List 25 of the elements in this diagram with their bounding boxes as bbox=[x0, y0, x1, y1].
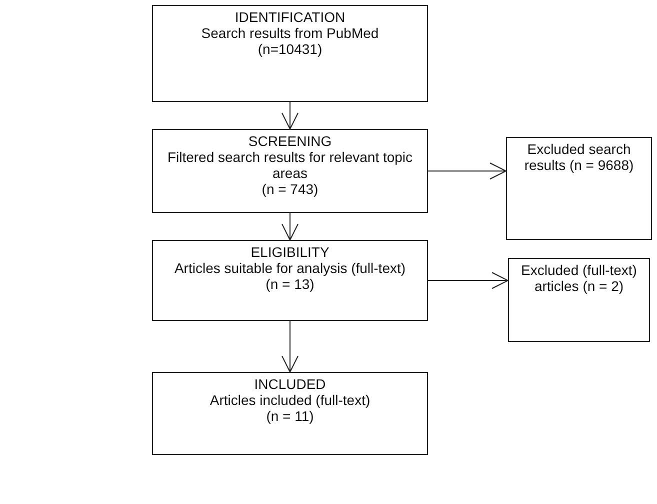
box-heading: INCLUDED bbox=[253, 376, 327, 392]
box-text: Articles suitable for analysis (full-text) bbox=[173, 260, 407, 276]
box-heading: IDENTIFICATION bbox=[234, 9, 346, 25]
arrow bbox=[282, 102, 298, 130]
arrow bbox=[282, 320, 298, 372]
box-text: (n=10431) bbox=[256, 41, 324, 57]
box-heading: SCREENING bbox=[247, 133, 333, 149]
box-text: (n = 11) bbox=[265, 408, 315, 424]
process-box bbox=[152, 129, 428, 213]
arrow bbox=[282, 212, 298, 240]
arrow bbox=[428, 272, 508, 289]
box-text: (n = 13) bbox=[264, 276, 316, 292]
box-text: (n = 743) bbox=[260, 181, 320, 197]
box-text: Search results from PubMed bbox=[200, 25, 380, 41]
process-box bbox=[152, 372, 428, 455]
box-text: Excluded (full-text) articles (n = 2) bbox=[520, 262, 638, 294]
process-box bbox=[152, 240, 428, 321]
process-box bbox=[506, 137, 652, 240]
arrow bbox=[428, 162, 506, 180]
process-box bbox=[508, 258, 650, 342]
box-text: Excluded search results (n = 9688) bbox=[523, 141, 635, 173]
box-text: Filtered search results for relevant topic areas bbox=[166, 149, 414, 181]
process-box bbox=[152, 5, 428, 102]
box-text: Articles included (full-text) bbox=[208, 392, 372, 408]
box-heading: ELIGIBILITY bbox=[250, 244, 330, 260]
